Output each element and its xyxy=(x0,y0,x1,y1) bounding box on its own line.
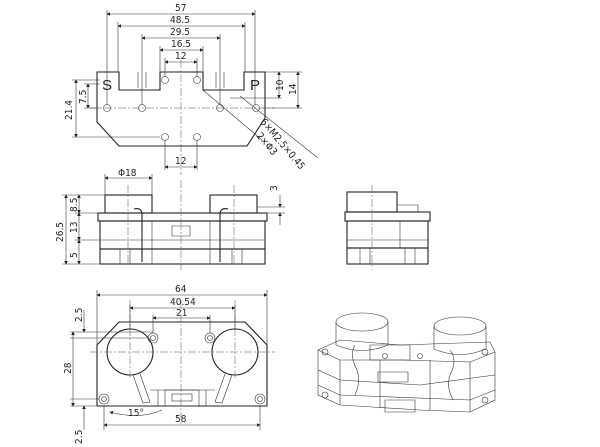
side-view xyxy=(344,185,431,270)
dim-48-5: 48.5 xyxy=(170,15,190,26)
dim-14: 14 xyxy=(288,83,299,95)
dim-2-5-top: 2.5 xyxy=(74,308,85,322)
dim-12-top: 12 xyxy=(175,51,186,62)
dim-16-5: 16.5 xyxy=(171,39,191,50)
bottom-dimensions: 64 40.54 21 58 28 2.5 2.5 15° xyxy=(63,284,268,444)
dim-12-bottom: 12 xyxy=(175,156,186,167)
dim-3: 3 xyxy=(269,185,280,191)
bottom-view: 64 40.54 21 58 28 2.5 2.5 15° xyxy=(63,284,275,444)
front-view: Φ18 26.5 8.5 13 5 3 xyxy=(55,168,285,270)
dim-28: 28 xyxy=(63,362,74,374)
dim-26-5: 26.5 xyxy=(55,222,66,242)
dim-40-54: 40.54 xyxy=(170,297,196,308)
dim-29-5: 29.5 xyxy=(170,27,190,38)
dim-7-5: 7.5 xyxy=(78,90,89,104)
dim-13: 13 xyxy=(69,222,80,233)
dim-diameter-18: Φ18 xyxy=(118,168,137,179)
dim-57: 57 xyxy=(175,3,186,14)
dim-8-5: 8.5 xyxy=(69,198,80,212)
dim-64: 64 xyxy=(175,284,187,295)
dim-2-5-bottom: 2.5 xyxy=(74,430,85,444)
front-dimensions: Φ18 26.5 8.5 13 5 3 xyxy=(55,168,285,265)
dim-10: 10 xyxy=(275,79,286,91)
dim-angle-15: 15° xyxy=(128,408,144,419)
dim-21-4: 21.4 xyxy=(64,100,75,120)
dim-21: 21 xyxy=(176,308,187,319)
isometric-view xyxy=(317,312,496,413)
dim-58: 58 xyxy=(175,414,187,425)
dim-5: 5 xyxy=(69,252,80,258)
top-view: S P 57 48.5 29.5 16.5 12 12 21.4 7.5 10 xyxy=(64,3,319,175)
